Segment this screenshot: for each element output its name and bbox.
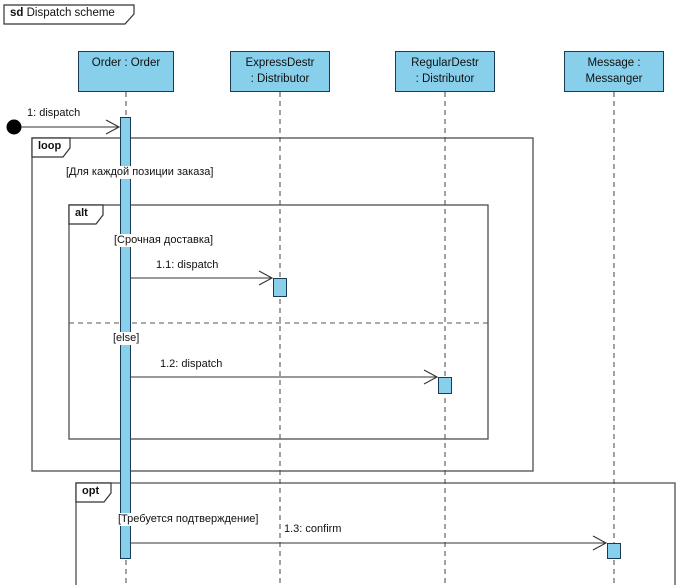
loop-guard-label[interactable]: [Для каждой позиции заказа] — [64, 166, 216, 179]
activation-bar-expressdestr[interactable] — [273, 278, 287, 297]
found-message-circle — [6, 119, 22, 135]
message-1-3-label[interactable]: 1.3: confirm — [284, 523, 342, 535]
message-1-2-arrowhead-icon — [423, 369, 439, 385]
alt-frame-rect — [68, 204, 489, 440]
opt-frame-path — [75, 482, 676, 585]
loop-operator-pentagon — [31, 137, 71, 158]
opt-operator-label: opt — [82, 485, 100, 497]
diagram-title-name: Dispatch scheme — [23, 7, 115, 19]
message-1[interactable] — [6, 119, 121, 135]
message-1-1-arrowhead-icon — [258, 270, 274, 286]
lifeline-header-message[interactable]: Message : Messanger — [564, 51, 664, 92]
diagram-title-pentagon — [3, 4, 135, 25]
message-1-2-label[interactable]: 1.2: dispatch — [160, 358, 223, 370]
message-1-label[interactable]: 1: dispatch — [27, 107, 81, 119]
message-1-1[interactable] — [131, 270, 274, 286]
message-1-3[interactable] — [131, 535, 608, 551]
alt-else-guard-label[interactable]: [else] — [111, 332, 142, 345]
activation-bar-message[interactable] — [607, 543, 621, 559]
alt-guard-label[interactable]: [Срочная доставка] — [112, 234, 216, 247]
lifeline-header-expressdestr[interactable]: ExpressDestr : Distributor — [230, 51, 330, 92]
loop-frame-rect — [31, 137, 534, 472]
message-1-arrowhead-icon — [105, 119, 121, 135]
message-1-2[interactable] — [131, 369, 439, 385]
alt-operator-label: alt — [75, 207, 88, 219]
loop-operator-label: loop — [38, 140, 62, 152]
lifeline-header-regulardestr[interactable]: RegularDestr : Distributor — [395, 51, 495, 92]
alt-fragment-frame[interactable] — [68, 204, 489, 440]
activation-bar-regulardestr[interactable] — [438, 377, 452, 394]
lifeline-regulardestr-label-line2: : Distributor — [415, 73, 475, 85]
lifeline-message-label-line2: Messanger — [585, 73, 643, 85]
message-1-3-arrowhead-icon — [592, 535, 608, 551]
lifeline-expressdestr-label-line1: ExpressDestr — [245, 57, 315, 69]
lifeline-expressdestr-label-line2: : Distributor — [250, 73, 310, 85]
message-1-1-label[interactable]: 1.1: dispatch — [156, 259, 219, 271]
diagram-title: sd Dispatch scheme — [10, 7, 115, 19]
opt-operator-pentagon — [75, 482, 112, 503]
opt-fragment-frame[interactable] — [75, 482, 676, 585]
lifeline-message-label-line1: Message : — [587, 57, 641, 69]
loop-fragment-frame[interactable] — [31, 137, 534, 472]
alt-operator-pentagon — [68, 204, 104, 225]
lifeline-regulardestr-label-line1: RegularDestr — [411, 57, 479, 69]
lifeline-order-label-line1: Order : Order — [91, 57, 161, 69]
diagram-title-keyword: sd — [10, 7, 24, 19]
lifeline-header-order[interactable]: Order : Order — [78, 51, 174, 92]
opt-guard-label[interactable]: [Требуется подтверждение] — [116, 513, 261, 526]
